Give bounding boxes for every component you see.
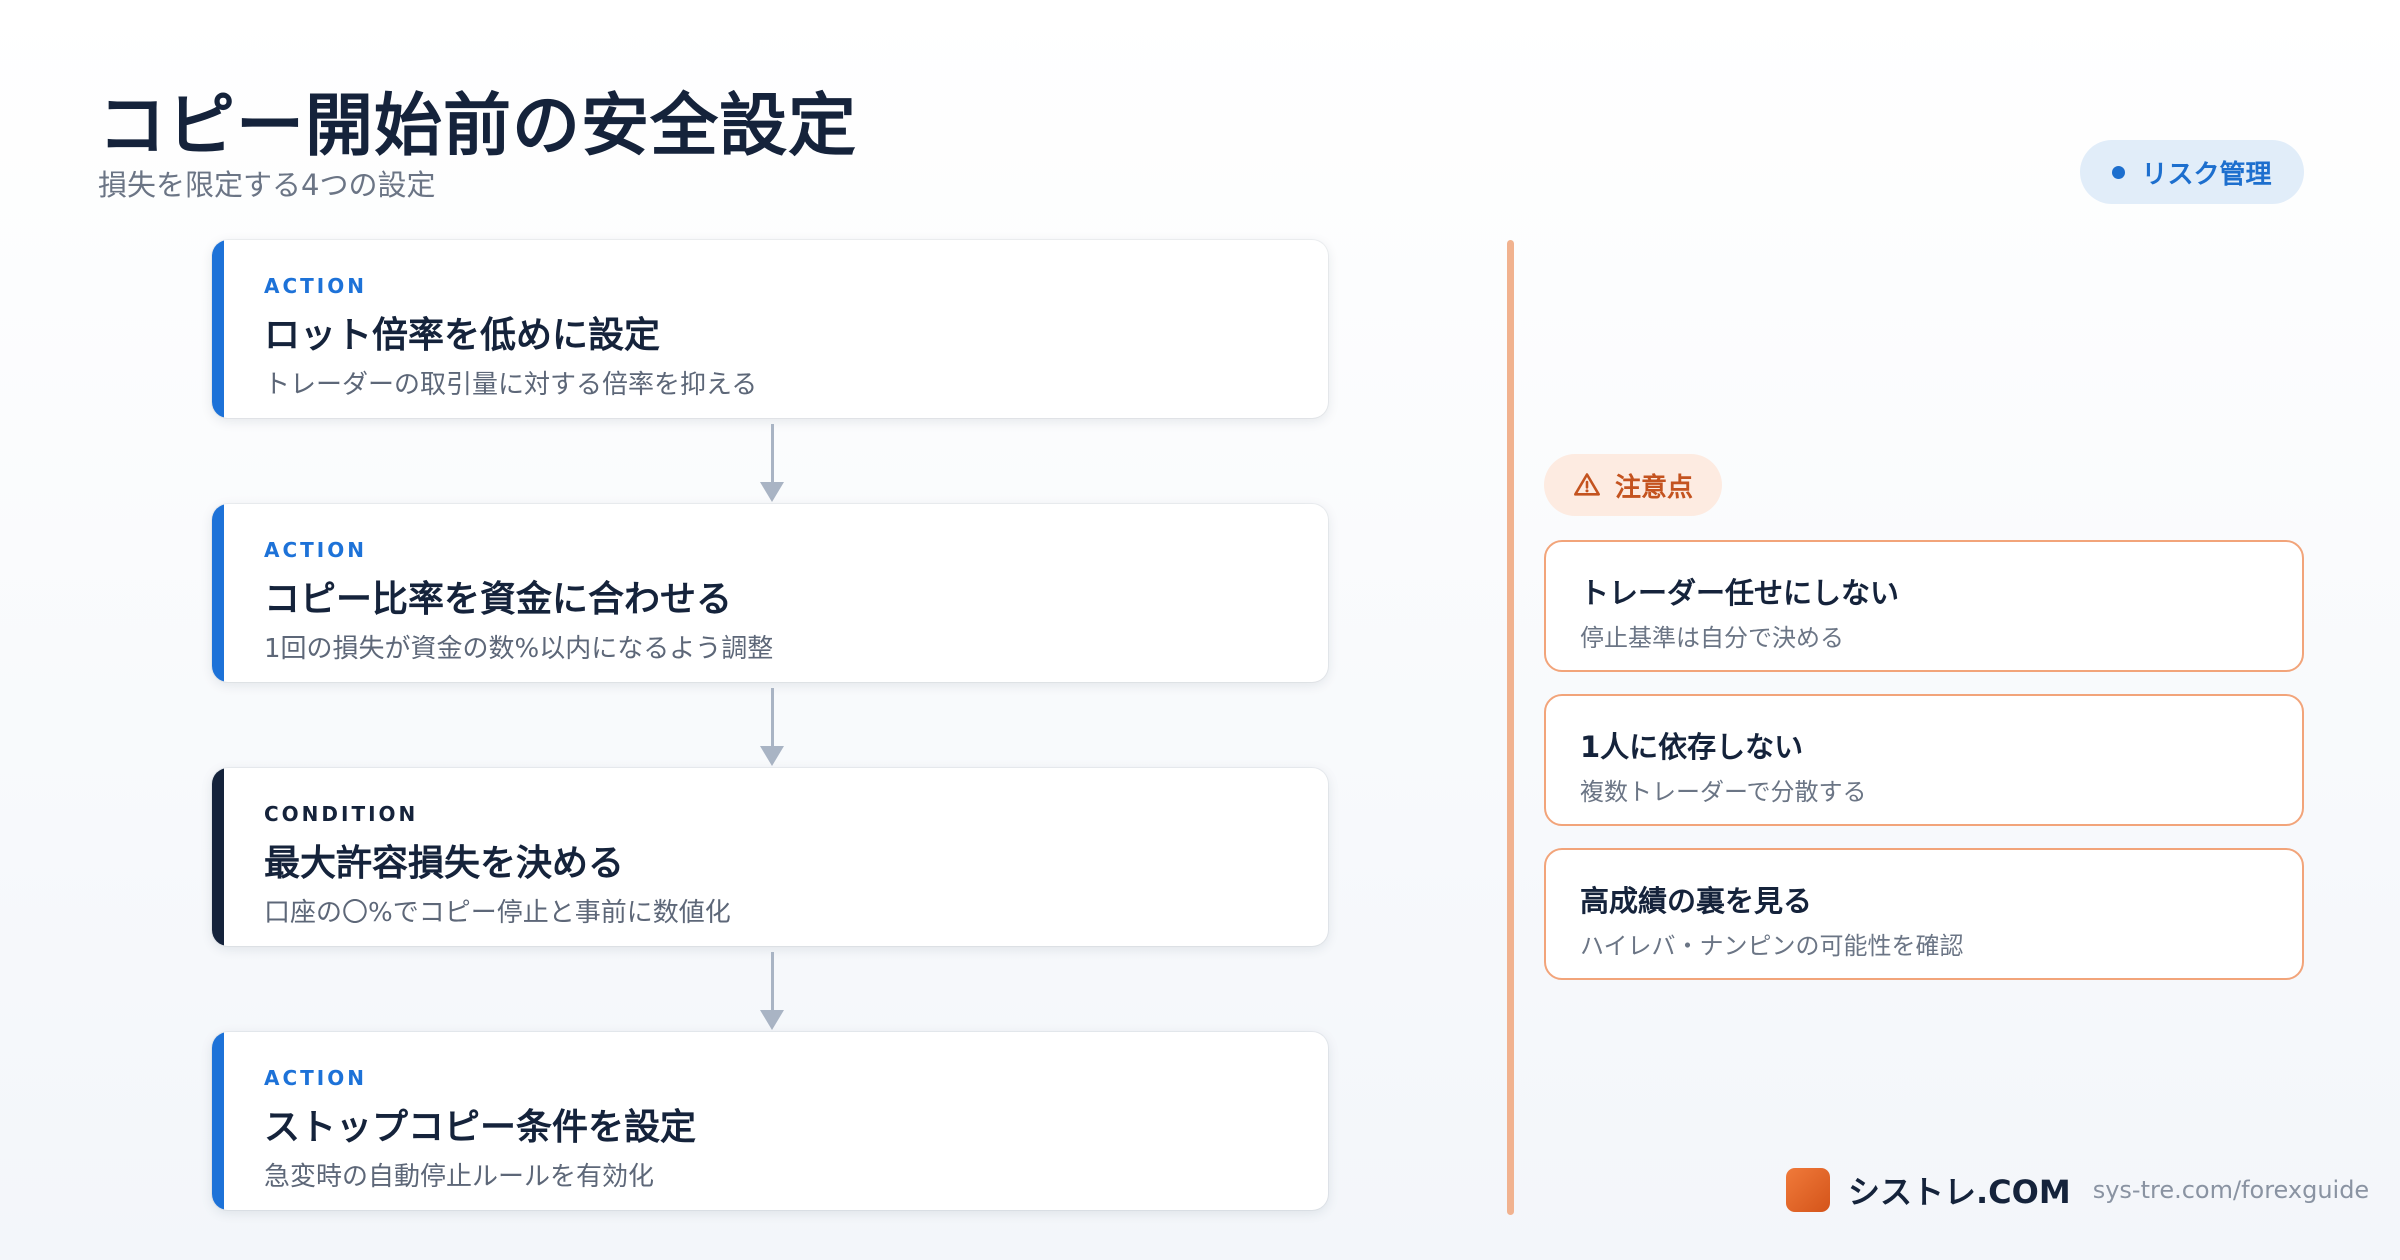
caution-description: ハイレバ・ナンピンの可能性を確認 [1580, 932, 1964, 960]
caution-description: 停止基準は自分で決める [1580, 624, 1844, 652]
vertical-divider [1507, 240, 1514, 1215]
step-card-2: ACTION コピー比率を資金に合わせる 1回の損失が資金の数%以内になるよう調… [212, 504, 1328, 682]
step-accent-bar [212, 768, 224, 946]
step-title: コピー比率を資金に合わせる [264, 579, 733, 620]
warning-triangle-icon [1574, 473, 1600, 496]
arrow-down-icon [760, 746, 784, 766]
step-accent-bar [212, 504, 224, 682]
caution-title: トレーダー任せにしない [1580, 576, 1900, 610]
step-tag: ACTION [264, 538, 367, 562]
caution-label-text: 注意点 [1614, 472, 1693, 503]
risk-management-badge: リスク管理 [2080, 140, 2304, 204]
step-tag: ACTION [264, 1066, 367, 1090]
badge-label: リスク管理 [2141, 159, 2272, 190]
step-title: 最大許容損失を決める [264, 843, 625, 884]
step-card-1: ACTION ロット倍率を低めに設定 トレーダーの取引量に対する倍率を抑える [212, 240, 1328, 418]
caution-description: 複数トレーダーで分散する [1580, 778, 1867, 806]
step-description: トレーダーの取引量に対する倍率を抑える [264, 370, 758, 400]
flow-arrow-1 [760, 424, 784, 502]
step-title: ロット倍率を低めに設定 [264, 315, 661, 356]
step-card-3: CONDITION 最大許容損失を決める 口座の〇%でコピー停止と事前に数値化 [212, 768, 1328, 946]
step-description: 1回の損失が資金の数%以内になるよう調整 [264, 634, 774, 664]
step-accent-bar [212, 1032, 224, 1210]
step-tag: CONDITION [264, 802, 419, 826]
caution-card-3: 高成績の裏を見る ハイレバ・ナンピンの可能性を確認 [1544, 848, 2304, 980]
step-accent-bar [212, 240, 224, 418]
caution-card-1: トレーダー任せにしない 停止基準は自分で決める [1544, 540, 2304, 672]
page-subtitle: 損失を限定する4つの設定 [98, 168, 436, 202]
step-tag: ACTION [264, 274, 367, 298]
brand-name: シストレ.COM [1848, 1173, 2071, 1211]
brand-logo-icon [1786, 1168, 1830, 1212]
caution-title: 高成績の裏を見る [1580, 884, 1813, 918]
step-description: 急変時の自動停止ルールを有効化 [264, 1162, 655, 1192]
step-card-4: ACTION ストップコピー条件を設定 急変時の自動停止ルールを有効化 [212, 1032, 1328, 1210]
step-description: 口座の〇%でコピー停止と事前に数値化 [264, 898, 731, 928]
arrow-down-icon [760, 1010, 784, 1030]
flow-arrow-3 [760, 952, 784, 1030]
badge-dot-icon [2112, 165, 2126, 179]
caution-title: 1人に依存しない [1580, 730, 1804, 764]
footer-brand: シストレ.COM sys-tre.com/forexguide [1786, 1166, 2369, 1214]
caution-label: 注意点 [1544, 454, 1722, 516]
caution-card-2: 1人に依存しない 複数トレーダーで分散する [1544, 694, 2304, 826]
flow-arrow-2 [760, 688, 784, 766]
step-title: ストップコピー条件を設定 [264, 1107, 697, 1148]
arrow-down-icon [760, 482, 784, 502]
brand-url[interactable]: sys-tre.com/forexguide [2092, 1176, 2370, 1204]
page-title: コピー開始前の安全設定 [98, 87, 858, 166]
